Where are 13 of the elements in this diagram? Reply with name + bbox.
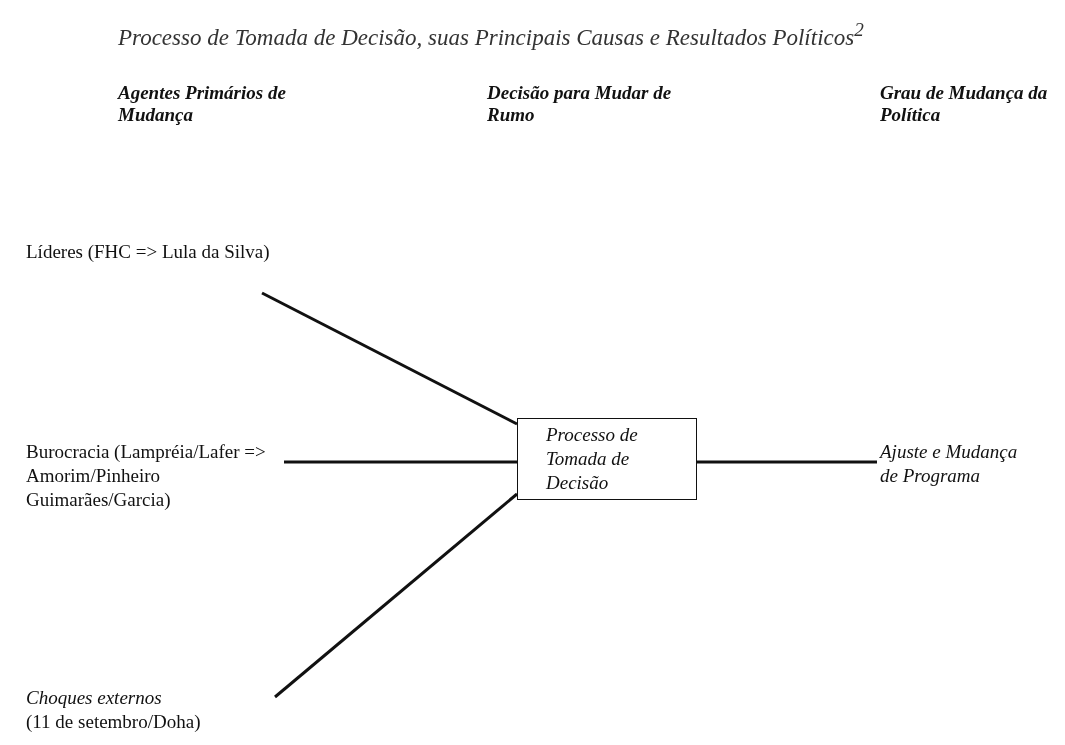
column-heading: Decisão para Mudar de Rumo: [487, 82, 673, 126]
agent-text: Líderes (FHC => Lula da Silva): [26, 240, 316, 292]
decision-process-box: Processo de Tomada de Decisão: [517, 418, 697, 500]
connector-line: [274, 492, 518, 699]
connector-line: [261, 291, 518, 426]
column-heading: Grau de Mudança da Política: [880, 82, 1049, 126]
outcome-text: Ajuste e Mudança de Programa: [880, 440, 1030, 514]
agent-text: Burocracia (Lampréia/Lafer => Amorim/Pinheiro Guimarães/Garcia): [26, 440, 282, 514]
connector-line: [697, 460, 877, 464]
agent-text: Choques externos (11 de setembro/Doha): [26, 686, 276, 740]
connector-line: [284, 460, 517, 464]
column-heading: Agentes Primários de Mudança: [118, 82, 287, 126]
diagram-title: Processo de Tomada de Decisão, suas Principais Causas e Resultados Políticos$^{2}$: [118, 18, 865, 52]
